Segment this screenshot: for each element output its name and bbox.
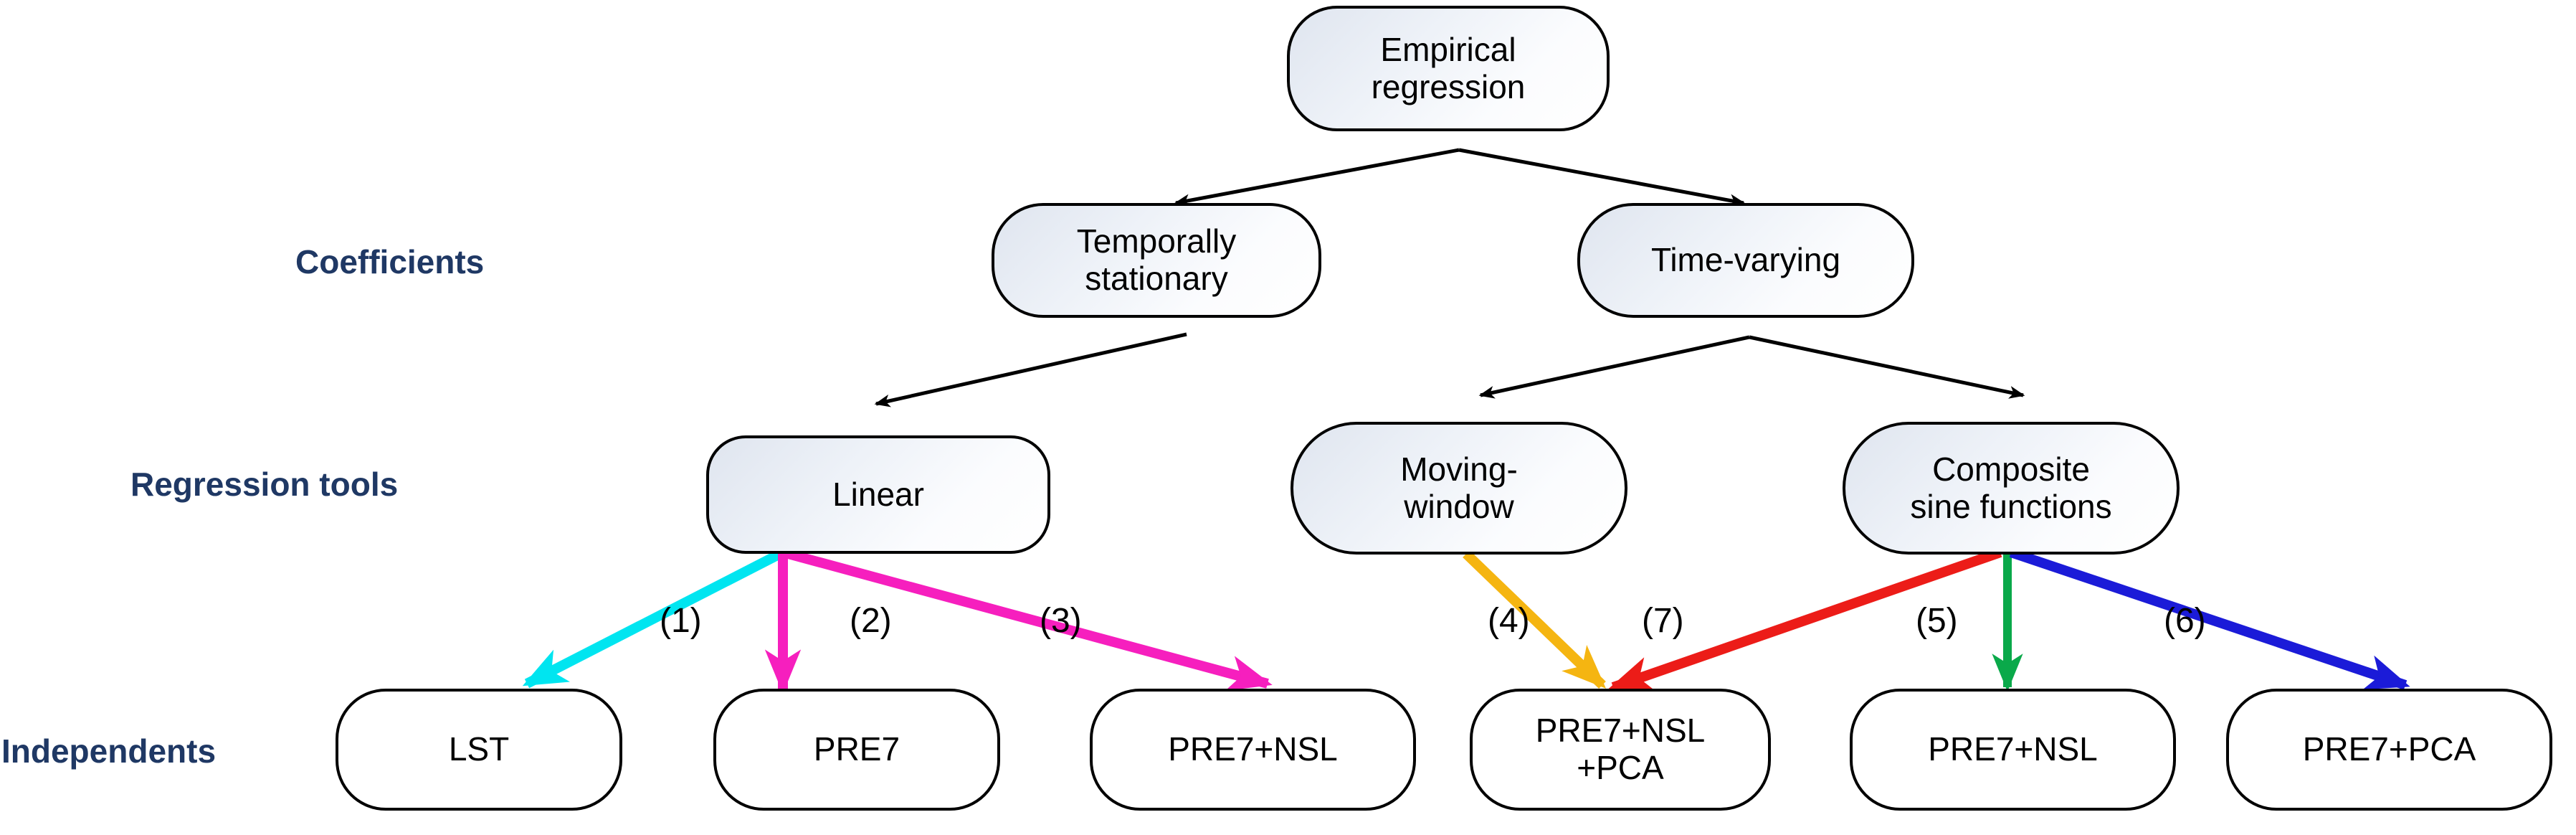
edge-number-label-2: (2) [850, 602, 892, 640]
node-label: PRE7+NSL [1168, 730, 1338, 768]
node-moving-window[interactable]: Moving- window [1291, 422, 1627, 555]
node-temporally-stationary[interactable]: Temporally stationary [992, 203, 1321, 318]
edge-timevarying-to-composite [1749, 335, 2025, 399]
edge-1-linear-to-lst [522, 547, 786, 689]
row-label-independents: Independents [1, 732, 217, 770]
node-pre7-nsl[interactable]: PRE7+NSL [1090, 689, 1416, 811]
node-label: Empirical regression [1371, 30, 1526, 105]
edge-empirical-to-timevarying [1458, 148, 1746, 207]
node-pre7-nsl-2[interactable]: PRE7+NSL [1850, 689, 2176, 811]
edge-number-label-4: (4) [1488, 602, 1530, 640]
node-empirical-regression[interactable]: Empirical regression [1287, 6, 1610, 131]
edge-number-label-5: (5) [1916, 602, 1958, 640]
edge-number-label-3: (3) [1040, 602, 1082, 640]
node-label: PRE7+NSL [1928, 730, 2098, 768]
edge-4-moving-to-pre7nslpca [1463, 549, 1607, 689]
edge-number-label-1: (1) [660, 602, 702, 640]
edge-timevarying-to-moving [1478, 335, 1750, 399]
node-pre7[interactable]: PRE7 [713, 689, 1000, 811]
node-label: Composite sine functions [1910, 450, 2112, 525]
row-label-coefficients: Coefficients [295, 243, 485, 280]
node-pre7-nsl-pca[interactable]: PRE7+NSL +PCA [1470, 689, 1771, 811]
node-label: PRE7 [813, 730, 900, 768]
edge-temporally-to-linear [874, 332, 1187, 407]
edge-6-composite-to-pre7pca [2009, 547, 2410, 690]
node-label: Time-varying [1650, 241, 1841, 279]
node-composite-sine-functions[interactable]: Composite sine functions [1843, 422, 2180, 555]
node-time-varying[interactable]: Time-varying [1577, 203, 1914, 318]
node-pre7-pca[interactable]: PRE7+PCA [2226, 689, 2552, 811]
node-label: PRE7+PCA [2302, 730, 2476, 768]
edge-empirical-to-temporally [1174, 148, 1460, 207]
node-label: Linear [832, 475, 924, 513]
row-label-regression-tools: Regression tools [130, 466, 399, 503]
edge-number-label-6: (6) [2164, 602, 2206, 640]
node-label: LST [448, 730, 510, 768]
edge-number-label-7: (7) [1642, 602, 1684, 640]
node-label: Temporally stationary [1076, 222, 1237, 297]
node-label: PRE7+NSL +PCA [1535, 712, 1706, 786]
node-label: Moving- window [1400, 450, 1518, 525]
node-linear[interactable]: Linear [706, 435, 1050, 554]
node-lst[interactable]: LST [336, 689, 622, 811]
